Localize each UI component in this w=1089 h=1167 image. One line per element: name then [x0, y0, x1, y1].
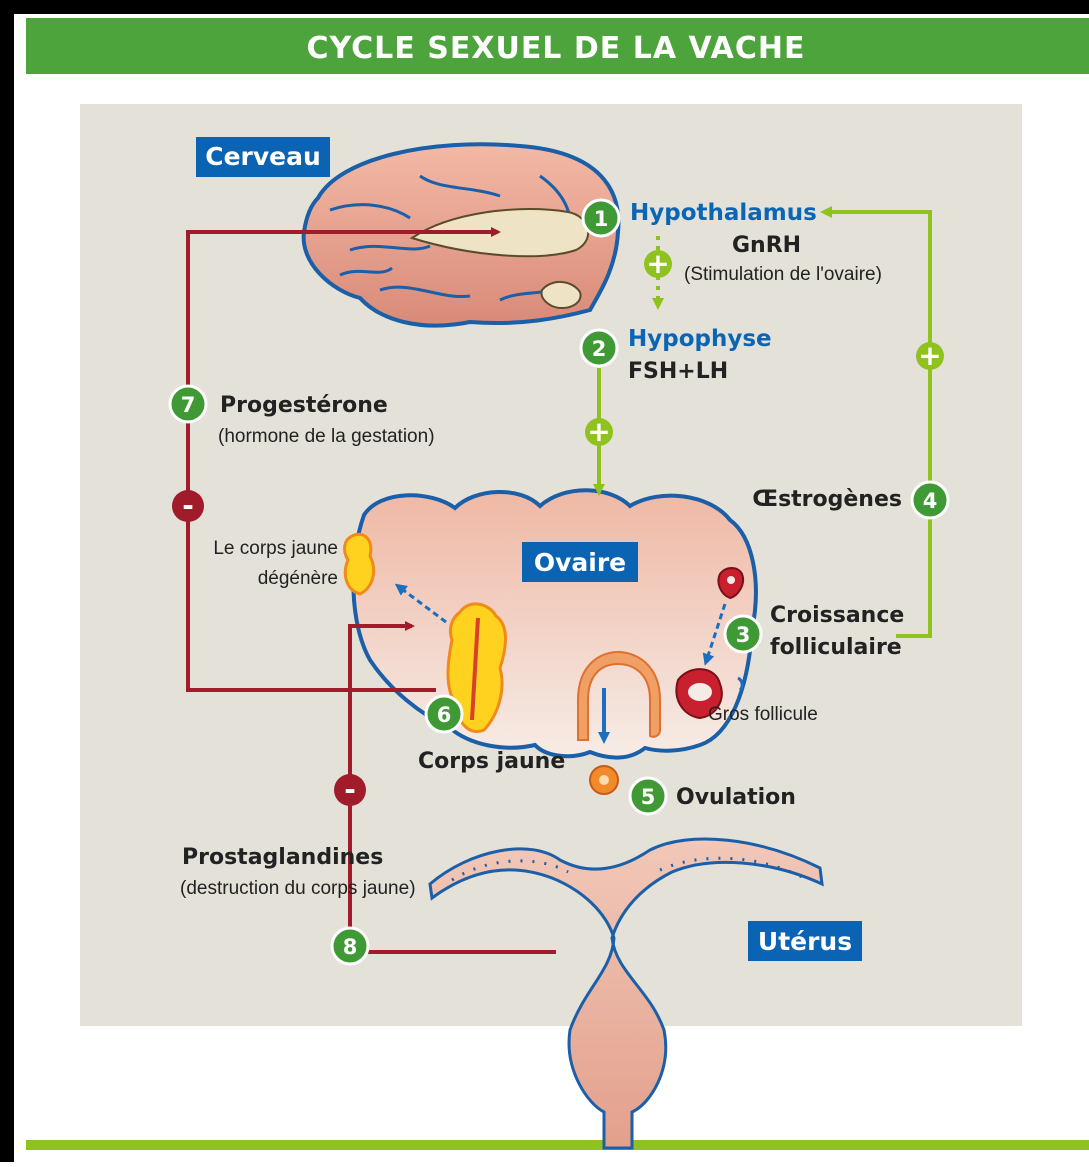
svg-text:+: +	[918, 339, 941, 372]
degenerating-corpus-luteum	[345, 534, 374, 594]
fsh-lh-label: FSH+LH	[628, 359, 728, 384]
uterus-label: Utérus	[758, 927, 852, 956]
estrogens-label: Œstrogènes	[752, 487, 902, 512]
step-badge-7: 7	[170, 386, 206, 422]
step-badge-8: 8	[332, 928, 368, 964]
footer-strip	[26, 1140, 1089, 1150]
page-title: CYCLE SEXUEL DE LA VACHE	[306, 31, 805, 66]
svg-text:1: 1	[594, 207, 609, 231]
svg-text:-: -	[344, 773, 356, 806]
ovulation-label: Ovulation	[676, 785, 796, 810]
prostaglandins-label: Prostaglandines	[182, 845, 383, 870]
step-badge-4: 4	[912, 482, 948, 518]
hypothalamus-label: Hypothalamus	[630, 200, 817, 226]
ovary-label: Ovaire	[534, 548, 626, 577]
corpus-luteum-label: Corps jaune	[418, 749, 565, 774]
gnrh-note: (Stimulation de l'ovaire)	[684, 264, 882, 285]
svg-text:+: +	[646, 247, 669, 280]
svg-text:7: 7	[181, 393, 196, 417]
plus-sign-estrogens: +	[916, 339, 944, 372]
degenerate-label-line2: dégénère	[258, 568, 338, 589]
ovulated-egg	[590, 766, 618, 794]
svg-text:+: +	[587, 415, 610, 448]
svg-text:5: 5	[641, 785, 656, 809]
plus-sign-gnrh: +	[644, 247, 672, 280]
top-border	[0, 0, 1089, 14]
hypophyse-label: Hypophyse	[628, 326, 772, 352]
step-badge-3: 3	[725, 616, 761, 652]
svg-text:4: 4	[923, 489, 938, 513]
svg-text:6: 6	[437, 703, 452, 727]
big-follicle-label: Gros follicule	[708, 704, 818, 725]
progesterone-label: Progestérone	[220, 393, 388, 418]
svg-text:8: 8	[343, 935, 358, 959]
step-badge-5: 5	[630, 778, 666, 814]
svg-text:3: 3	[736, 623, 751, 647]
growth-label-line2: folliculaire	[770, 635, 902, 660]
step-badge-1: 1	[583, 200, 619, 236]
prostaglandins-note: (destruction du corps jaune)	[180, 878, 416, 899]
degenerate-label-line1: Le corps jaune	[213, 538, 338, 559]
growth-label-line1: Croissance	[770, 603, 904, 628]
left-border	[0, 0, 14, 1162]
small-follicle-cavity	[727, 576, 735, 584]
plus-sign-fsh-lh: +	[585, 415, 613, 448]
progesterone-note: (hormone de la gestation)	[218, 426, 435, 447]
svg-text:-: -	[182, 489, 194, 522]
gnrh-label: GnRH	[732, 233, 801, 258]
brain-label: Cerveau	[205, 142, 321, 171]
step-badge-6: 6	[426, 696, 462, 732]
step-badge-2: 2	[581, 330, 617, 366]
big-follicle-cavity	[688, 683, 712, 701]
svg-text:2: 2	[592, 337, 607, 361]
